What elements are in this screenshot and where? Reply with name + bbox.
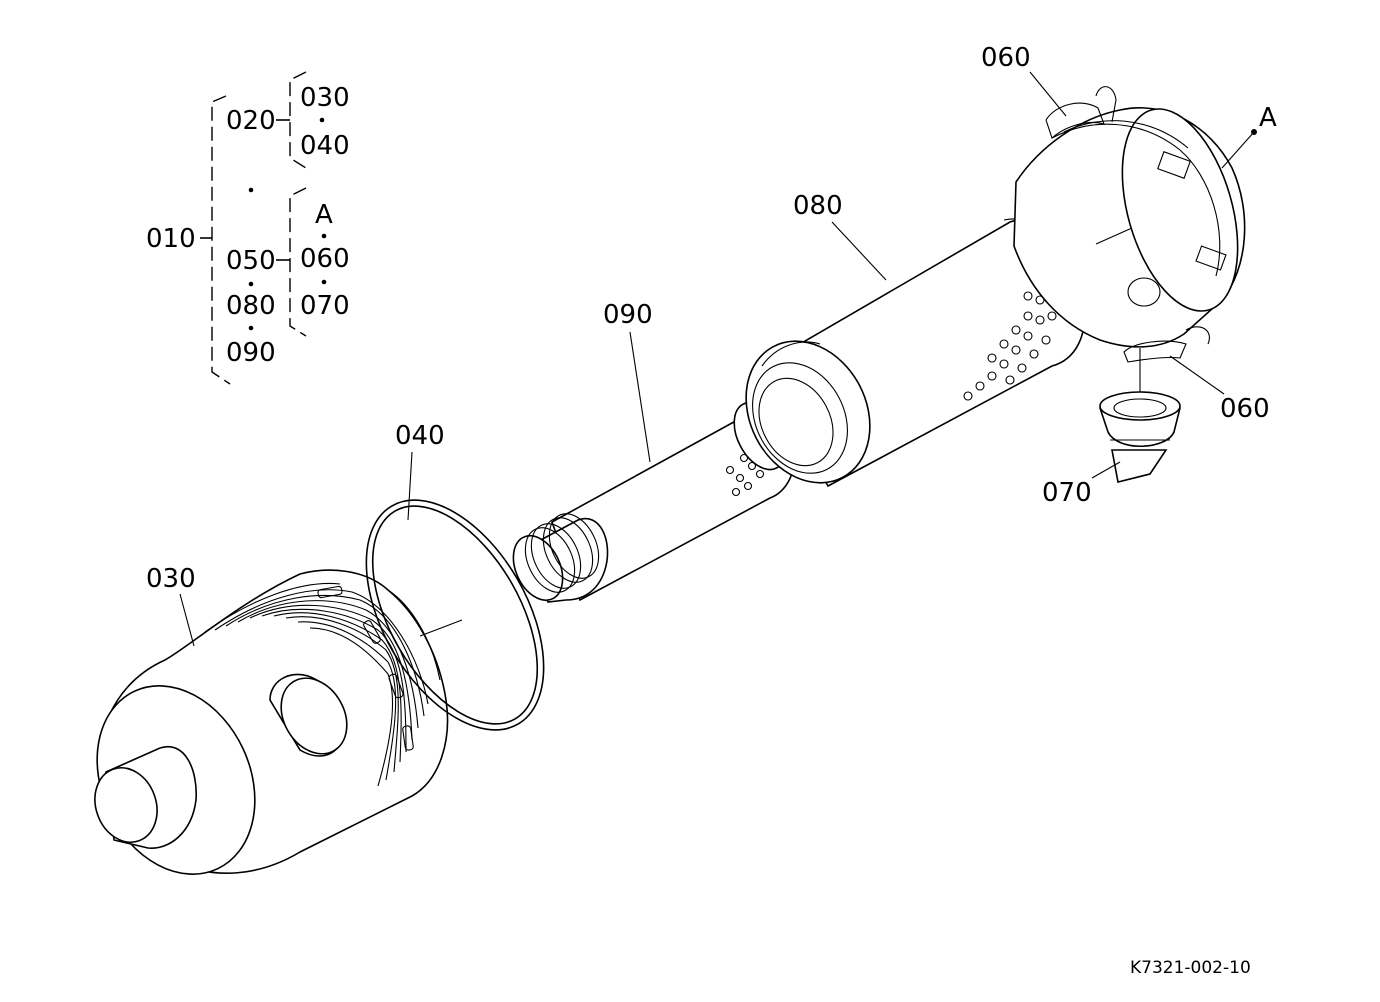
callout-080: 080 (793, 191, 843, 221)
parts-tree: 010 020 030 040 A 060 070 050 080 090 (146, 71, 350, 385)
tree-label-070: 070 (300, 291, 350, 321)
tree-label-060: 060 (300, 244, 350, 274)
callout-A: A (1259, 103, 1277, 133)
callout-090: 090 (603, 300, 653, 330)
callout-040: 040 (395, 421, 445, 451)
callout-070: 070 (1042, 478, 1092, 508)
tree-label-050: 050 (226, 246, 276, 276)
tree-label-010: 010 (146, 224, 196, 254)
callout-030: 030 (146, 564, 196, 594)
tree-label-040: 040 (300, 131, 350, 161)
part-A-housing (1013, 86, 1246, 363)
callout-060-top: 060 (981, 43, 1031, 73)
tree-label-080: 080 (226, 291, 276, 321)
tree-label-090: 090 (226, 338, 276, 368)
tree-label-A: A (315, 200, 333, 230)
part-080-main-element (745, 215, 1087, 488)
callouts: 030 040 090 080 060 060 070 A (146, 43, 1277, 647)
tree-label-020: 020 (226, 106, 276, 136)
part-030-cover (94, 569, 463, 875)
part-040-oring (365, 499, 545, 731)
part-070-valve (1099, 348, 1181, 483)
tree-label-030: 030 (300, 83, 350, 113)
drawing-code: K7321-002-10 (1130, 958, 1251, 978)
callout-060-bottom: 060 (1220, 394, 1270, 424)
